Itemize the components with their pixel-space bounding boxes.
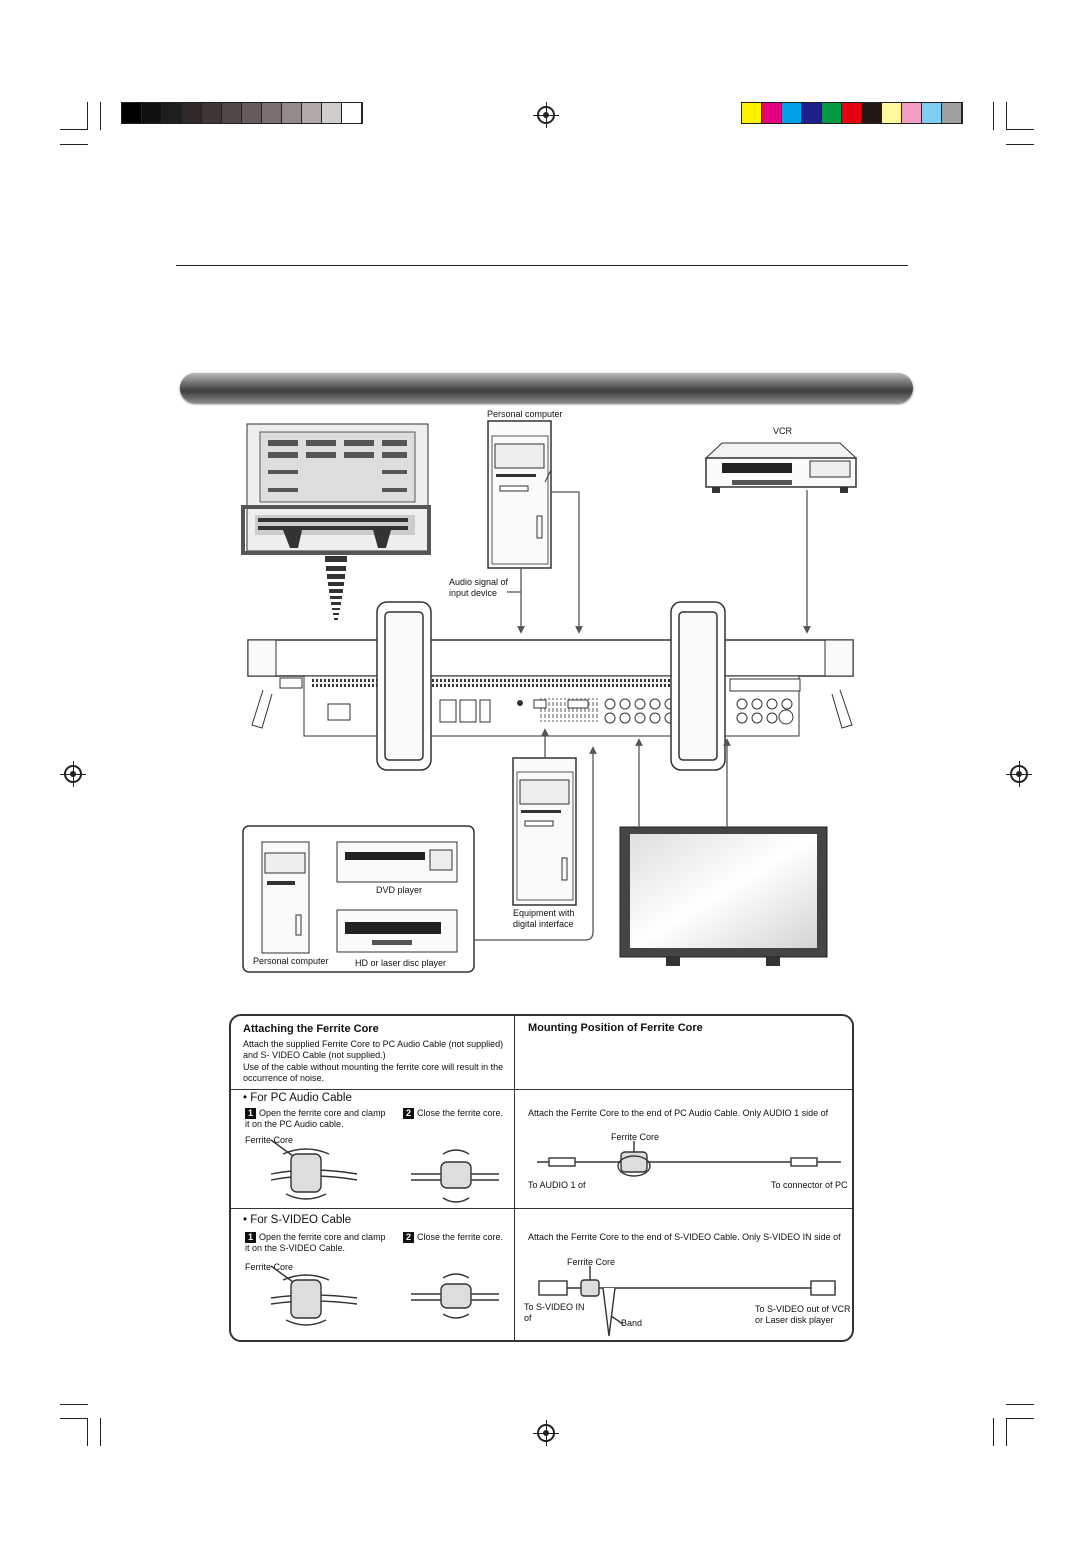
color-swatch (862, 103, 882, 123)
label-dvd-player: DVD player (376, 885, 423, 895)
monitor-rear-thumbnail (241, 423, 431, 555)
external-monitor (619, 826, 828, 966)
svideo-mount-text: Attach the Ferrite Core to the end of S-… (528, 1232, 841, 1242)
color-swatch (802, 103, 822, 123)
color-swatch (222, 103, 242, 123)
label-vcr: VCR (773, 426, 793, 436)
registration-mark-bottom (533, 1420, 559, 1446)
color-swatch (342, 103, 362, 123)
attach-title: Attaching the Ferrite Core (243, 1023, 379, 1035)
color-swatch (142, 103, 162, 123)
mount-title: Mounting Position of Ferrite Core (528, 1022, 703, 1034)
svideo-mount-ferrite: Ferrite Core (567, 1257, 616, 1267)
color-swatch (262, 103, 282, 123)
connection-diagram (241, 420, 858, 973)
color-swatch (922, 103, 942, 123)
equipment-digital-pc (512, 757, 577, 906)
svideo-to-left: To S-VIDEO IN of (524, 1302, 585, 1323)
pc-audio-ferrite-label: Ferrite Core (245, 1135, 294, 1145)
color-swatch (302, 103, 322, 123)
label-personal-computer-top: Personal computer (487, 409, 563, 419)
color-swatch (122, 103, 142, 123)
pc-audio-mount-text: Attach the Ferrite Core to the end of PC… (528, 1108, 829, 1118)
pc-audio-to-left: To AUDIO 1 of (528, 1180, 586, 1190)
svideo-to-right: To S-VIDEO out of VCR or Laser disk play… (755, 1304, 851, 1325)
svideo-band: Band (621, 1318, 643, 1328)
label-hd-laser: HD or laser disc player (355, 958, 447, 968)
step-number-2: 2 (403, 1232, 414, 1243)
registration-mark-left (60, 761, 86, 787)
color-swatch (742, 103, 762, 123)
svideo-ferrite-label: Ferrite Core (245, 1262, 294, 1272)
color-swatch (282, 103, 302, 123)
color-swatch (242, 103, 262, 123)
color-swatch (322, 103, 342, 123)
label-audio-signal: Audio signal of input device (449, 577, 509, 598)
input-devices-box (242, 825, 475, 973)
section-banner (180, 373, 913, 403)
color-swatch (782, 103, 802, 123)
color-swatch (182, 103, 202, 123)
step-number-1: 1 (245, 1232, 256, 1243)
label-personal-computer-box: Personal computer (253, 956, 329, 966)
attach-text2: Use of the cable without mounting the fe… (243, 1062, 504, 1083)
monitor-rear-panel (247, 639, 854, 737)
color-bar (741, 102, 963, 124)
label-equipment-digital: Equipment with digital interface (513, 908, 575, 929)
svideo-heading: • For S-VIDEO Cable (243, 1214, 352, 1226)
color-swatch (882, 103, 902, 123)
step-number-1: 1 (245, 1108, 256, 1119)
color-swatch (762, 103, 782, 123)
color-swatch (902, 103, 922, 123)
ferrite-illustrations (270, 1139, 841, 1337)
pc-audio-mount-ferrite: Ferrite Core (611, 1132, 660, 1142)
color-swatch (162, 103, 182, 123)
color-swatch (842, 103, 862, 123)
color-swatch (822, 103, 842, 123)
pc-audio-heading: • For PC Audio Cable (243, 1092, 352, 1104)
color-swatch (942, 103, 962, 123)
registration-mark-top (533, 102, 559, 128)
step-number-2: 2 (403, 1108, 414, 1119)
zoom-beam (325, 556, 347, 620)
personal-computer-top (487, 420, 552, 569)
cables (474, 490, 811, 941)
grayscale-bar (121, 102, 363, 124)
color-swatch (202, 103, 222, 123)
attach-text1: Attach the supplied Ferrite Core to PC A… (243, 1039, 504, 1060)
magnifier-frames (376, 601, 726, 771)
registration-mark-right (1006, 761, 1032, 787)
header-rule (176, 265, 908, 266)
pc-audio-to-right: To connector of PC (771, 1180, 848, 1190)
vcr-device (704, 442, 858, 493)
ferrite-core-panel: Attaching the Ferrite Core Attach the su… (229, 1014, 854, 1342)
